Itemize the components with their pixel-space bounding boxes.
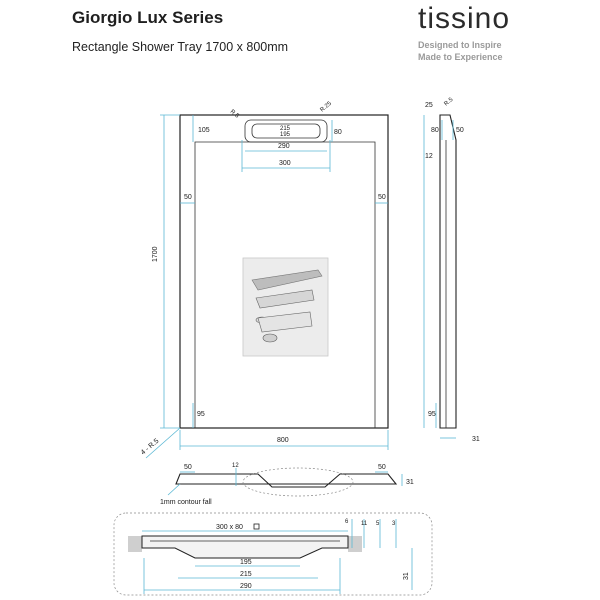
dim-side-radius-label: R.5 xyxy=(443,97,455,108)
plan-view: 1700 800 105 50 50 95 4 - R.5 290 300 21… xyxy=(140,100,389,459)
drain-grate xyxy=(251,123,321,139)
side-view: 25 R.5 80 50 12 95 31 xyxy=(423,97,480,443)
dim-front-thickness-label: 31 xyxy=(406,479,414,486)
dim-front-left-label: 50 xyxy=(184,464,192,471)
dim-front-right-label: 50 xyxy=(378,464,386,471)
drain-slot xyxy=(244,119,328,143)
drain-detail: 300 x 80 6 11 5 3 195 215 290 31 xyxy=(113,512,433,596)
front-section-callout xyxy=(242,467,354,497)
dim-bottom-left-label: 95 xyxy=(197,411,205,418)
dim-side-lip-label: 12 xyxy=(425,153,433,160)
front-note-leader xyxy=(167,483,181,496)
drain-detail-frame xyxy=(113,512,433,596)
dim-detail-d2-label: 11 xyxy=(361,521,368,527)
front-section-note: 1mm contour fall xyxy=(160,499,212,506)
dim-length-label: 1700 xyxy=(152,246,159,262)
dim-side-left-label: 50 xyxy=(184,194,192,201)
dim-detail-w2-label: 215 xyxy=(240,571,252,578)
page-title: Giorgio Lux Series xyxy=(72,8,224,27)
dim-side-drain-2-label: 50 xyxy=(456,127,464,134)
drain-outlet-illustration xyxy=(262,333,278,343)
brand-tagline-1: Designed to Inspire xyxy=(418,40,502,50)
dim-corner-r-right-label: R.25 xyxy=(319,100,333,113)
dim-corner-r-left-label: R.5 xyxy=(229,109,241,120)
dim-drain-grate-2-label: 195 xyxy=(280,132,291,138)
front-section-outline xyxy=(175,473,398,488)
front-section: 50 50 12 31 1mm contour fall xyxy=(160,463,414,506)
dim-line-corner-radius xyxy=(145,427,181,459)
dim-corner-radius-label: 4 - R.5 xyxy=(140,438,161,457)
dim-detail-w3-label: 290 xyxy=(240,583,252,590)
brand-logo: tissino xyxy=(418,2,511,35)
grate-cover-illustration xyxy=(251,269,323,291)
dim-top-border-label: 105 xyxy=(198,127,210,134)
dim-width-label: 800 xyxy=(277,437,289,444)
drain-body-illustration xyxy=(257,311,313,333)
dim-detail-d1-label: 6 xyxy=(345,519,349,525)
dim-front-center-label: 12 xyxy=(232,463,239,469)
dim-side-right-label: 50 xyxy=(378,194,386,201)
floor-slab-left xyxy=(128,536,142,552)
dim-drain-inner-label: 290 xyxy=(278,143,290,150)
grate-frame-illustration xyxy=(255,289,315,309)
size-marker-square xyxy=(253,523,260,530)
dim-detail-d4-label: 3 xyxy=(392,521,396,527)
dim-side-top-label: 25 xyxy=(425,102,433,109)
brand-tagline-2: Made to Experience xyxy=(418,52,503,62)
dim-side-drain-1-label: 80 xyxy=(431,127,439,134)
dim-drain-size-label: 300 x 80 xyxy=(216,524,243,531)
dim-detail-d3-label: 5 xyxy=(376,521,380,527)
drain-channel-profile xyxy=(141,535,349,559)
side-profile-outline xyxy=(439,114,457,429)
dim-drain-outer-label: 300 xyxy=(279,160,291,167)
dim-side-bottom-label: 95 xyxy=(428,411,436,418)
page-subtitle: Rectangle Shower Tray 1700 x 800mm xyxy=(72,40,289,54)
dim-drain-depth-label: 80 xyxy=(334,129,342,136)
tray-outline xyxy=(179,114,389,429)
floor-slab-right xyxy=(348,536,362,552)
dim-side-thickness-label: 31 xyxy=(472,436,480,443)
dim-detail-w1-label: 195 xyxy=(240,559,252,566)
dim-drain-grate-1-label: 215 xyxy=(280,126,291,132)
dim-detail-height-label: 31 xyxy=(403,572,410,580)
